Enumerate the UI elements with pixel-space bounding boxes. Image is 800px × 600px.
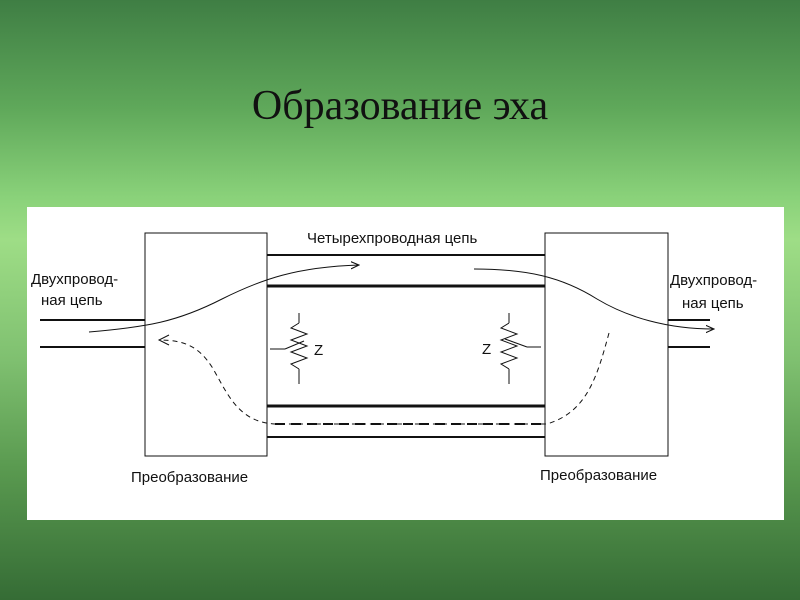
signal-path-right (473, 268, 714, 329)
right-two-wire-label-line1: Двухпровод- (670, 272, 757, 289)
left-converter-label: Преобразование (131, 469, 248, 486)
diagram-panel: Z Z Четырехпроводная цепь Двухпровод- на… (27, 207, 784, 520)
echo-arrowhead (157, 334, 170, 346)
right-converter-label: Преобразование (540, 467, 657, 484)
left-impedance-label: Z (314, 342, 323, 359)
left-two-wire-label-line2: ная цепь (41, 292, 103, 309)
left-converter-box (144, 232, 268, 457)
left-two-wire-label-line1: Двухпровод- (31, 271, 118, 288)
slide-title: Образование эха (251, 83, 549, 129)
left-impedance: Z (270, 313, 323, 384)
right-converter-box (544, 232, 669, 457)
right-impedance: Z (482, 313, 541, 384)
signal-path-left (88, 265, 359, 333)
right-impedance-label: Z (482, 341, 491, 358)
echo-diagram: Z Z Четырехпроводная цепь Двухпровод- на… (31, 230, 757, 486)
right-two-wire-label-line2: ная цепь (682, 295, 744, 312)
four-wire-label: Четырехпроводная цепь (307, 230, 478, 247)
echo-path (158, 332, 610, 425)
